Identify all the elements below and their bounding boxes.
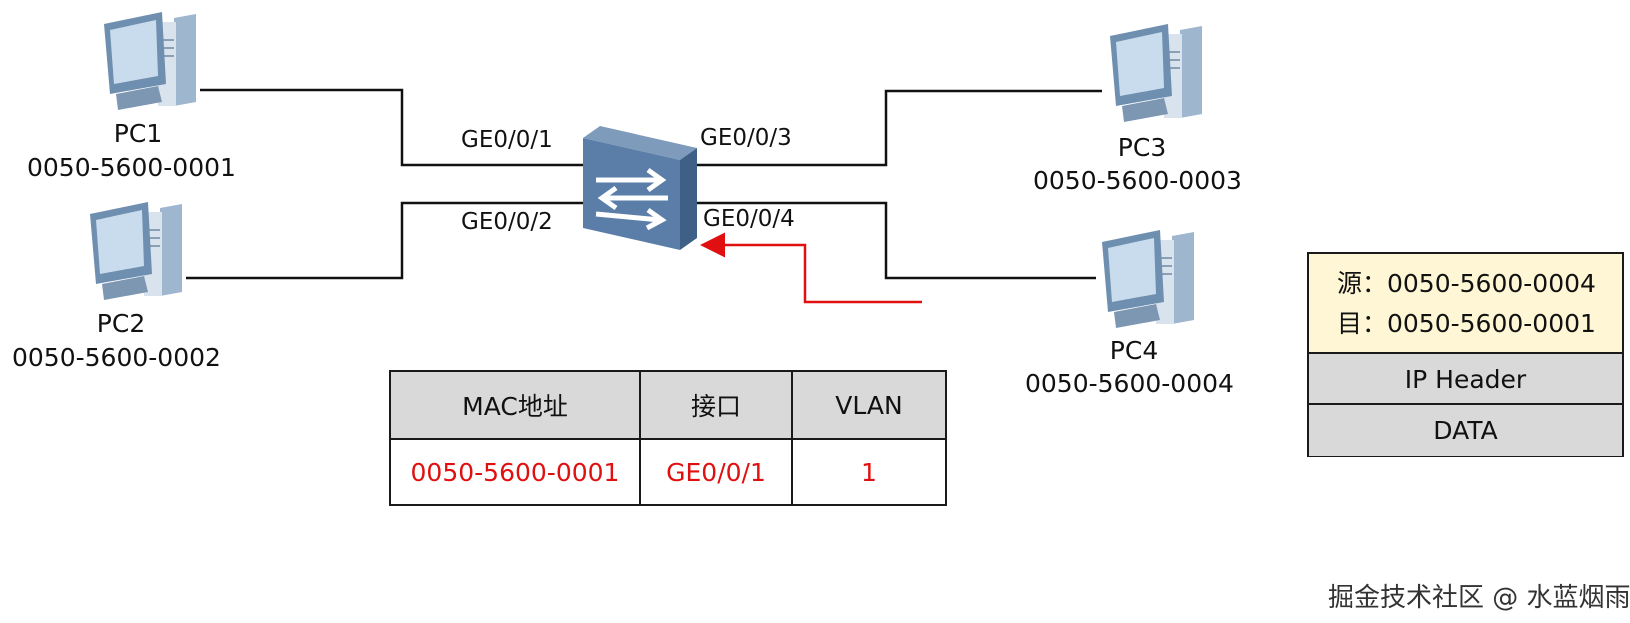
frame-source-mac: 源：0050-5600-0004 (1337, 269, 1596, 298)
ethernet-frame: 源：0050-5600-0004 目：0050-5600-0001 IP Hea… (1307, 252, 1624, 457)
table-header-row: MAC地址 接口 VLAN (389, 370, 947, 440)
link-pc4 (692, 201, 1096, 280)
port-ge003-label: GE0/0/3 (700, 125, 792, 151)
mac-address-table: MAC地址 接口 VLAN 0050-5600-0001 GE0/0/1 1 (389, 370, 947, 506)
column-header-vlan: VLAN (791, 370, 947, 440)
cell-vlan: 1 (791, 438, 947, 506)
link-pc3 (692, 89, 1102, 167)
frame-data: DATA (1309, 405, 1622, 456)
pc3-computer-icon (1109, 23, 1203, 123)
watermark: 掘金技术社区 @ 水蓝烟雨 (1328, 583, 1630, 613)
cell-interface: GE0/0/1 (639, 438, 793, 506)
table-row: 0050-5600-0001 GE0/0/1 1 (389, 438, 947, 506)
pc4-name: PC4 (1109, 336, 1159, 365)
link-pc1 (200, 88, 583, 167)
port-ge004-label: GE0/0/4 (703, 206, 795, 232)
column-header-interface: 接口 (639, 370, 793, 440)
cell-mac: 0050-5600-0001 (389, 438, 641, 506)
pc1-mac: 0050-5600-0001 (27, 153, 236, 182)
frame-destination-mac: 目：0050-5600-0001 (1337, 309, 1596, 338)
pc2-name: PC2 (96, 309, 146, 338)
frame-address-section: 源：0050-5600-0004 目：0050-5600-0001 (1309, 254, 1622, 354)
port-ge001-label: GE0/0/1 (461, 127, 553, 153)
pc2-computer-icon (89, 201, 183, 301)
link-pc2 (186, 201, 583, 280)
pc4-mac: 0050-5600-0004 (1025, 369, 1234, 398)
switch-icon (583, 126, 697, 250)
pc4-computer-icon (1101, 229, 1195, 329)
column-header-mac: MAC地址 (389, 370, 641, 440)
pc3-mac: 0050-5600-0003 (1033, 166, 1242, 195)
frame-ip-header: IP Header (1309, 354, 1622, 405)
port-ge002-label: GE0/0/2 (461, 209, 553, 235)
pc1-name: PC1 (113, 119, 163, 148)
pc3-name: PC3 (1117, 133, 1167, 162)
frame-path-arrow (700, 232, 922, 304)
pc2-mac: 0050-5600-0002 (12, 343, 221, 372)
pc1-computer-icon (103, 11, 197, 111)
